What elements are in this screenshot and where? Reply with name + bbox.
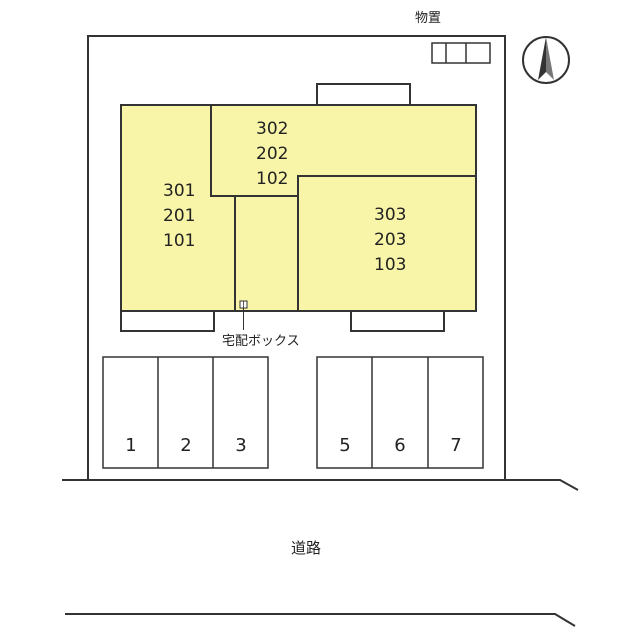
unit-stack-left: 301 201 101 xyxy=(163,181,195,251)
parking-space-5: 5 xyxy=(339,435,350,456)
balcony-top xyxy=(316,83,411,106)
road-edge-top xyxy=(62,479,579,491)
unit-102: 102 xyxy=(256,169,288,189)
north-arrow-icon xyxy=(522,36,570,84)
lot-boundary xyxy=(87,35,506,480)
unit-stack-right: 303 203 103 xyxy=(374,205,406,275)
parking-space-1: 1 xyxy=(125,435,136,456)
unit-302: 302 xyxy=(256,119,288,139)
unit-203: 203 xyxy=(374,230,406,250)
unit-103: 103 xyxy=(374,255,406,275)
parking-space-3: 3 xyxy=(235,435,246,456)
road-label: 道路 xyxy=(291,539,321,557)
unit-303: 303 xyxy=(374,205,406,225)
storage-shed xyxy=(431,42,491,64)
unit-stack-center: 302 202 102 xyxy=(256,119,288,189)
unit-301: 301 xyxy=(163,181,195,201)
unit-202: 202 xyxy=(256,144,288,164)
balcony-bottom-right xyxy=(350,310,445,332)
delivery-box-label: 宅配ボックス xyxy=(222,334,300,349)
storage-label: 物置 xyxy=(415,11,441,26)
unit-201: 201 xyxy=(163,206,195,226)
parking-space-2: 2 xyxy=(180,435,191,456)
road-edge-bottom xyxy=(65,613,576,627)
parking-group-left xyxy=(102,356,269,469)
unit-101: 101 xyxy=(163,231,195,251)
building xyxy=(120,104,477,312)
delivery-box-icon xyxy=(239,300,248,330)
parking-space-7: 7 xyxy=(450,435,461,456)
balcony-bottom-left xyxy=(120,310,215,332)
parking-group-right xyxy=(316,356,484,469)
parking-space-6: 6 xyxy=(394,435,405,456)
